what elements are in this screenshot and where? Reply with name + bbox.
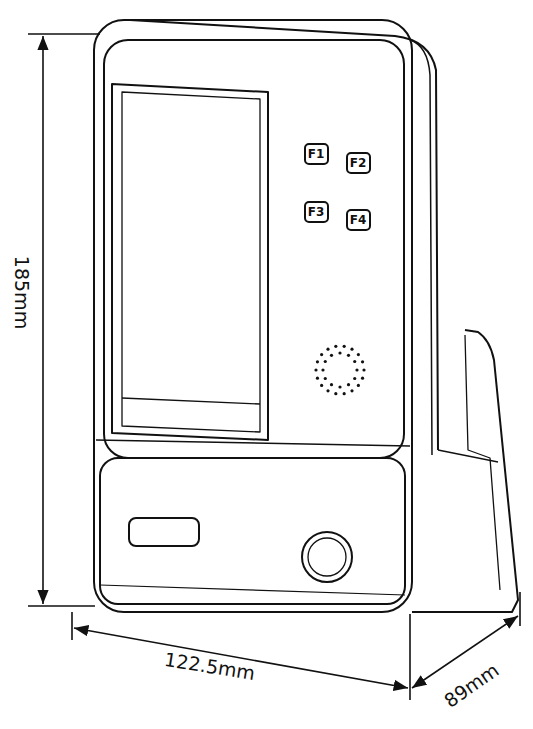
extension-line xyxy=(28,33,100,35)
speaker-hole xyxy=(343,392,346,395)
key-label: F3 xyxy=(308,206,325,218)
key-label: F1 xyxy=(308,148,325,160)
speaker-hole xyxy=(355,368,358,371)
side-edge xyxy=(410,40,432,455)
speaker-hole xyxy=(320,353,323,356)
dimension-label: 89mm xyxy=(440,659,504,712)
stand-edge xyxy=(438,450,498,462)
speaker-hole xyxy=(338,351,341,354)
front-bezel xyxy=(104,40,404,458)
speaker-hole xyxy=(316,377,319,380)
fingerprint-window xyxy=(308,538,346,576)
speaker-hole xyxy=(321,368,324,371)
extension-line xyxy=(409,614,411,700)
function-key: F4 xyxy=(346,209,371,231)
extension-line xyxy=(71,612,73,640)
speaker-hole xyxy=(334,392,337,395)
screen xyxy=(112,84,268,440)
speaker-hole xyxy=(330,383,333,386)
screen-edge xyxy=(122,398,260,404)
housing-front xyxy=(94,20,412,612)
speaker-hole xyxy=(324,360,327,363)
speaker-hole xyxy=(361,360,364,363)
function-key: F1 xyxy=(304,143,329,165)
speaker-hole xyxy=(326,348,329,351)
speaker-hole xyxy=(353,377,356,380)
dimension-label: 122.5mm xyxy=(161,649,258,683)
panel-seam xyxy=(96,440,410,446)
card-reader xyxy=(129,518,199,546)
speaker-hole xyxy=(347,383,350,386)
key-label: F2 xyxy=(350,157,367,169)
speaker-hole xyxy=(353,360,356,363)
speaker-hole xyxy=(357,384,360,387)
key-label: F4 xyxy=(350,214,367,226)
function-key: F3 xyxy=(304,201,329,223)
speaker-hole xyxy=(320,384,323,387)
speaker-hole xyxy=(324,377,327,380)
top-edge xyxy=(130,20,438,450)
stand-edge xyxy=(465,335,500,590)
speaker-hole xyxy=(314,368,317,371)
speaker-hole xyxy=(350,348,353,351)
extension-line xyxy=(28,605,95,607)
lower-panel xyxy=(100,458,405,604)
extension-line xyxy=(519,592,521,626)
speaker-hole xyxy=(357,353,360,356)
dimension-line xyxy=(42,36,44,604)
speaker-hole xyxy=(334,345,337,348)
panel-edge xyxy=(100,585,405,595)
speaker-hole xyxy=(350,389,353,392)
speaker-hole xyxy=(362,368,365,371)
speaker-hole xyxy=(347,354,350,357)
screen-inner xyxy=(122,92,260,432)
speaker-hole xyxy=(316,360,319,363)
dimension-label: 185mm xyxy=(13,253,32,330)
speaker-hole xyxy=(338,385,341,388)
stand xyxy=(412,330,518,612)
speaker-hole xyxy=(343,345,346,348)
speaker-grille xyxy=(314,345,365,395)
fingerprint-sensor xyxy=(302,532,352,582)
function-key: F2 xyxy=(346,152,371,174)
speaker-hole xyxy=(361,377,364,380)
dimension-line xyxy=(74,628,408,688)
speaker-hole xyxy=(330,354,333,357)
speaker-hole xyxy=(326,389,329,392)
